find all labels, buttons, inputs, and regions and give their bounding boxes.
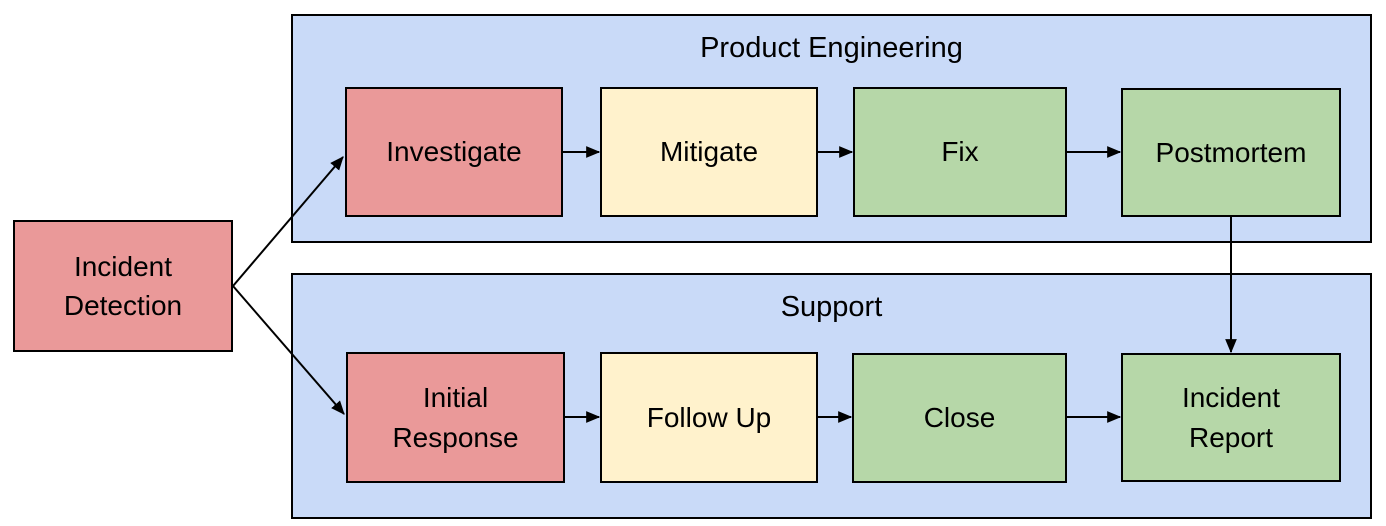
node-fix: Fix <box>853 87 1067 217</box>
node-postmortem: Postmortem <box>1121 88 1341 217</box>
node-initial-response: Initial Response <box>346 352 565 483</box>
node-mitigate: Mitigate <box>600 87 818 217</box>
node-label-follow-up: Follow Up <box>646 401 772 433</box>
node-investigate: Investigate <box>345 87 563 217</box>
node-label-investigate: Investigate <box>386 136 522 168</box>
node-label-postmortem: Postmortem <box>1155 136 1307 168</box>
lane-title-product-engineering: Product Engineering <box>700 32 963 64</box>
node-incident-report: Incident Report <box>1121 353 1341 482</box>
node-label-mitigate: Mitigate <box>659 136 759 168</box>
node-label-incident-detection: Incident Detection <box>63 250 183 321</box>
node-close: Close <box>852 353 1067 483</box>
node-label-close: Close <box>923 402 996 434</box>
node-label-initial-response: Initial Response <box>392 382 519 453</box>
lane-title-support: Support <box>780 291 883 323</box>
node-label-fix: Fix <box>941 136 979 168</box>
node-follow-up: Follow Up <box>600 352 818 483</box>
node-label-incident-report: Incident Report <box>1181 382 1281 453</box>
node-incident-detection: Incident Detection <box>13 220 233 352</box>
